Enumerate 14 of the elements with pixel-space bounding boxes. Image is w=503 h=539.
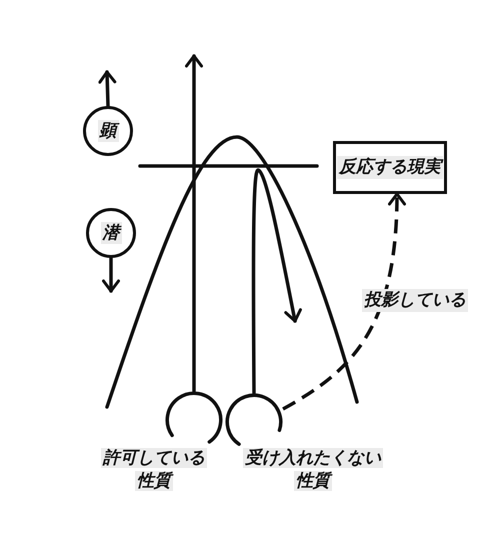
arrow (98, 70, 116, 108)
label-box (333, 141, 447, 194)
dashed-arrow (282, 192, 406, 411)
circle-node (86, 208, 136, 258)
circle-node (83, 106, 133, 156)
arrow (185, 54, 203, 393)
node-label: 許可している性質 (100, 447, 208, 493)
node-label: 潜 (100, 222, 122, 244)
edge-label: 投影している (362, 289, 468, 312)
arrow (102, 256, 120, 293)
node-label: 受け入れたくない性質 (242, 447, 384, 493)
node-label: 反応する現実 (337, 156, 443, 179)
arrow (252, 168, 302, 395)
node-label: 顕 (98, 120, 118, 142)
